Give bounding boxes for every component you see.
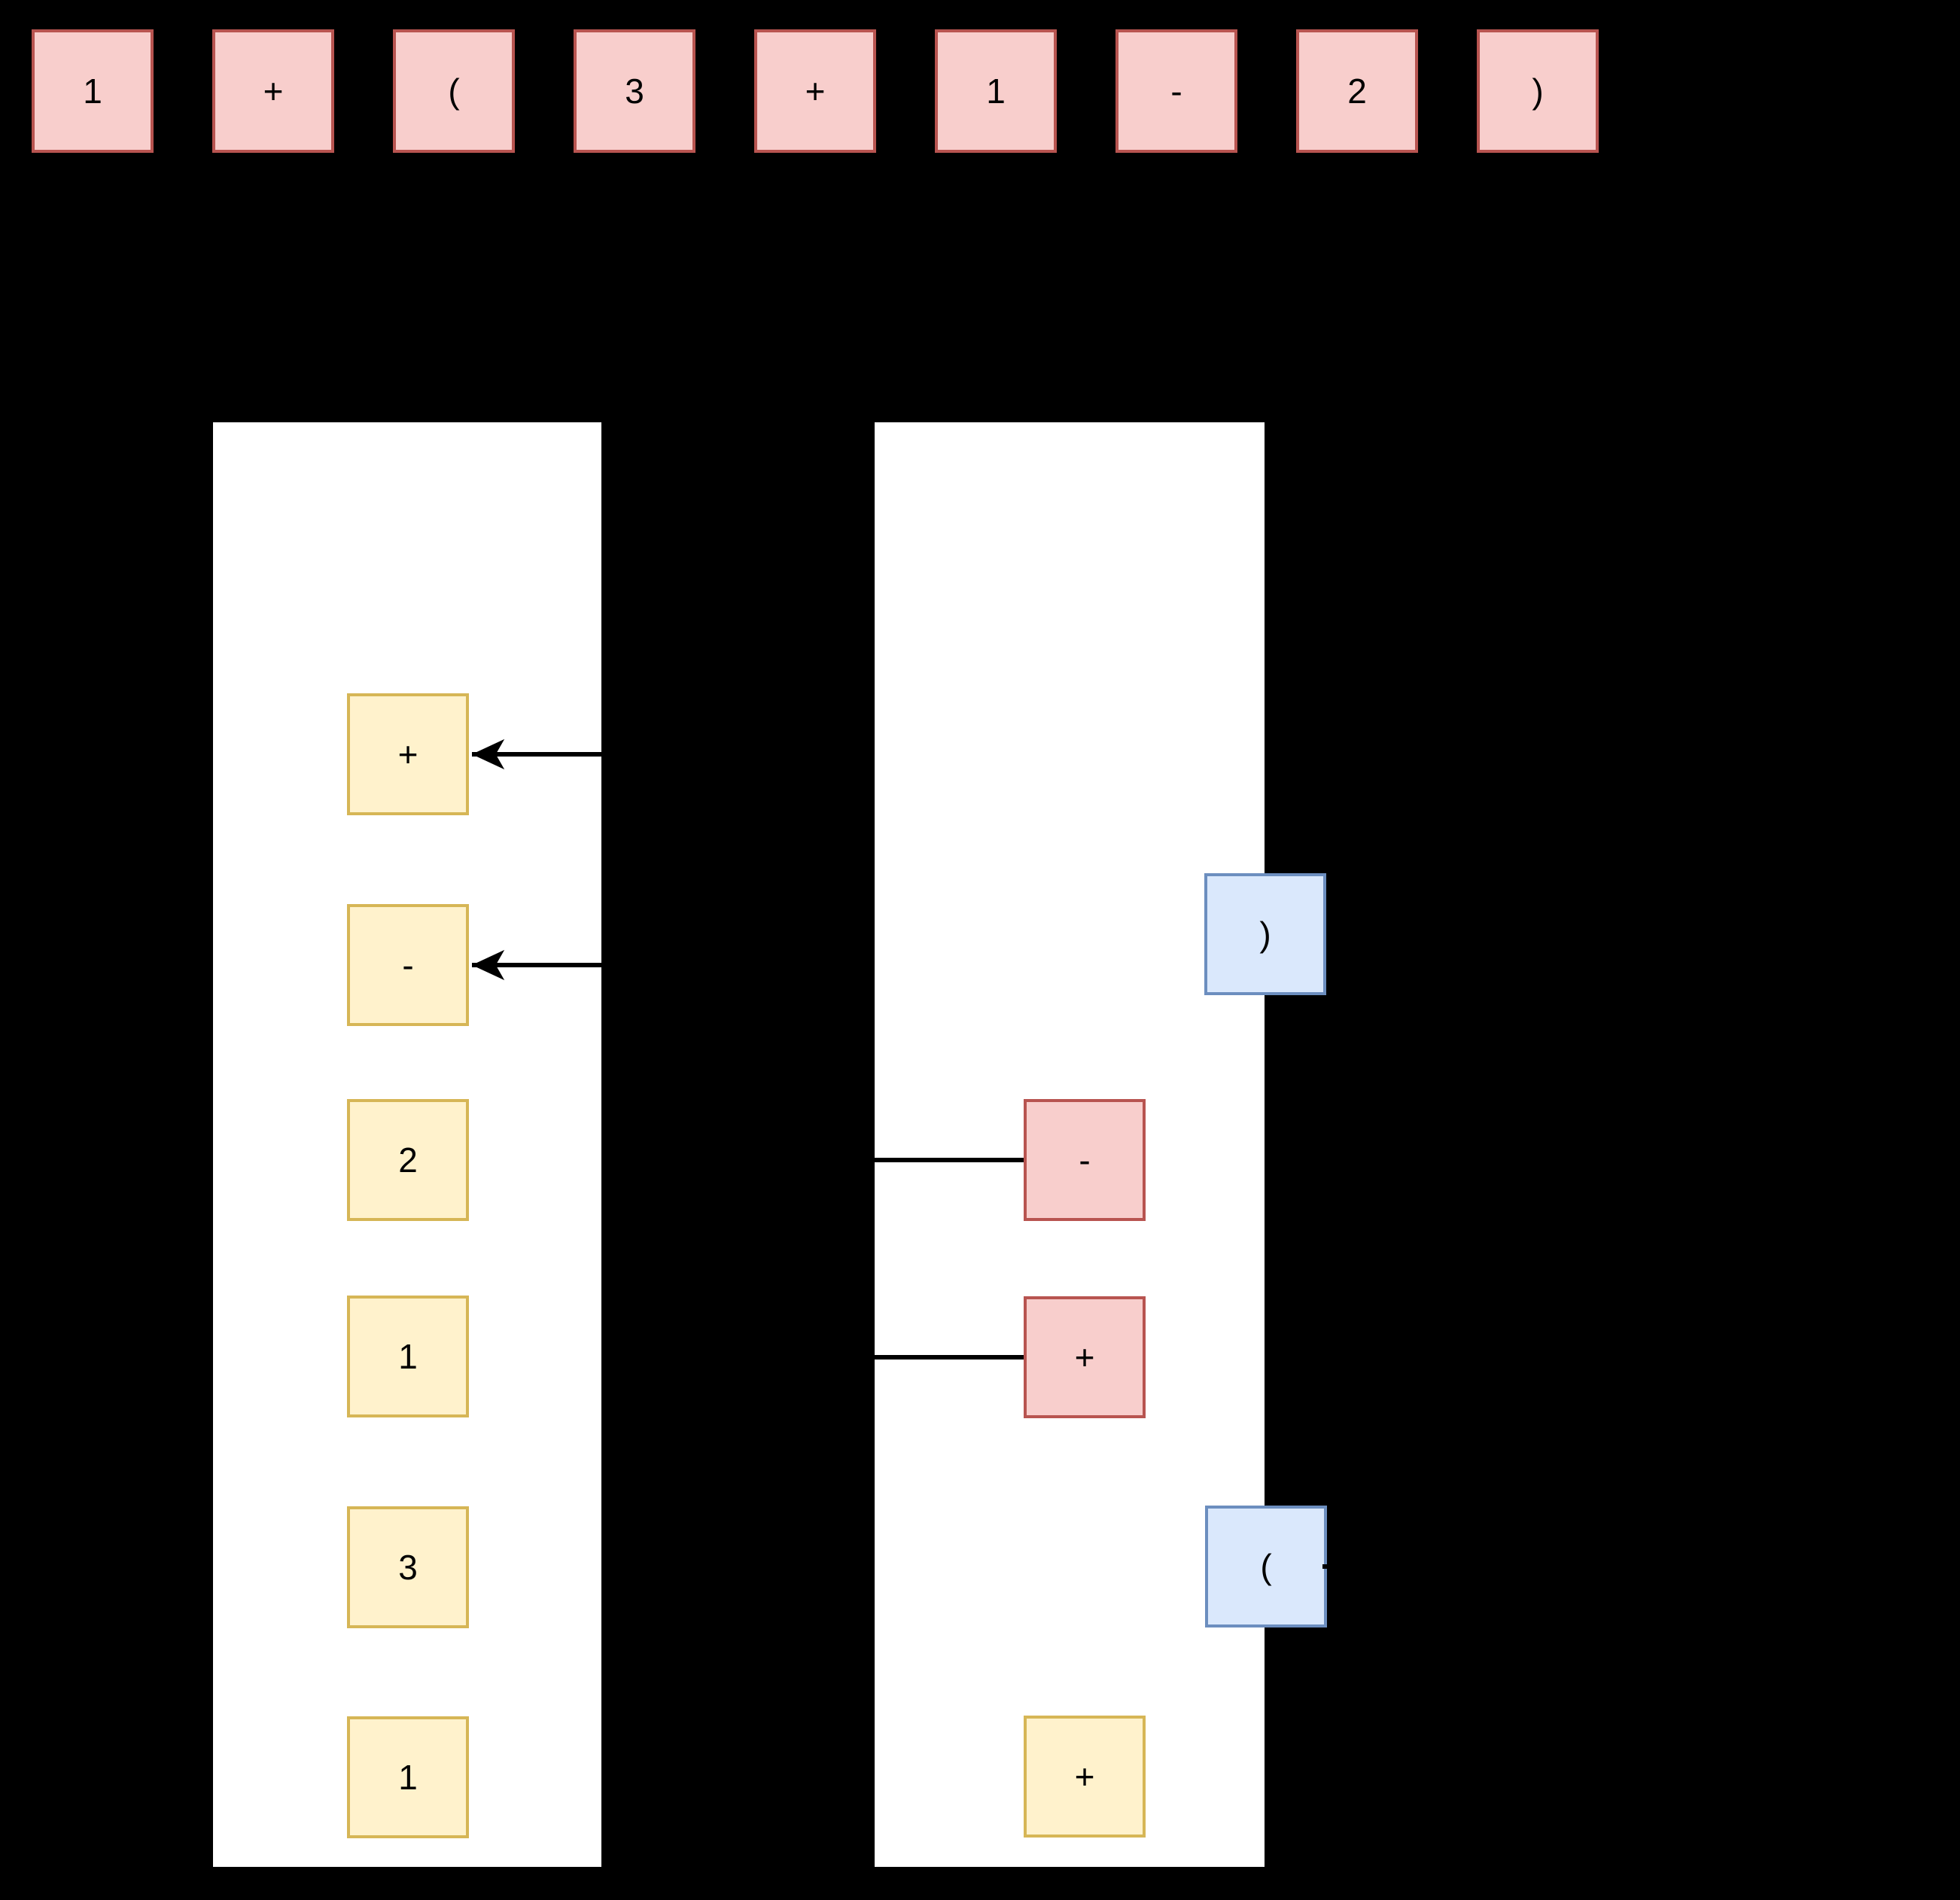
right-stack-item-paren: (	[1205, 1506, 1327, 1627]
token-box: 1	[32, 29, 154, 153]
right-stack-item-operator: -	[1024, 1099, 1146, 1221]
right-stack-item-paren: )	[1204, 873, 1326, 995]
token-box: 2	[1296, 29, 1418, 153]
left-stack-item: 3	[347, 1506, 469, 1628]
left-stack-item: 1	[347, 1296, 469, 1417]
right-stack-item-operand: +	[1024, 1716, 1146, 1838]
left-stack-item: 2	[347, 1099, 469, 1221]
token-box: (	[393, 29, 515, 153]
token-box: 3	[574, 29, 695, 153]
token-box: -	[1115, 29, 1237, 153]
left-stack-item: 1	[347, 1716, 469, 1838]
token-box: )	[1477, 29, 1599, 153]
token-box: +	[754, 29, 876, 153]
left-stack-item: +	[347, 693, 469, 815]
token-box: +	[212, 29, 334, 153]
right-stack-item-operator: +	[1024, 1296, 1146, 1418]
token-box: 1	[935, 29, 1057, 153]
left-stack-item: -	[347, 904, 469, 1026]
